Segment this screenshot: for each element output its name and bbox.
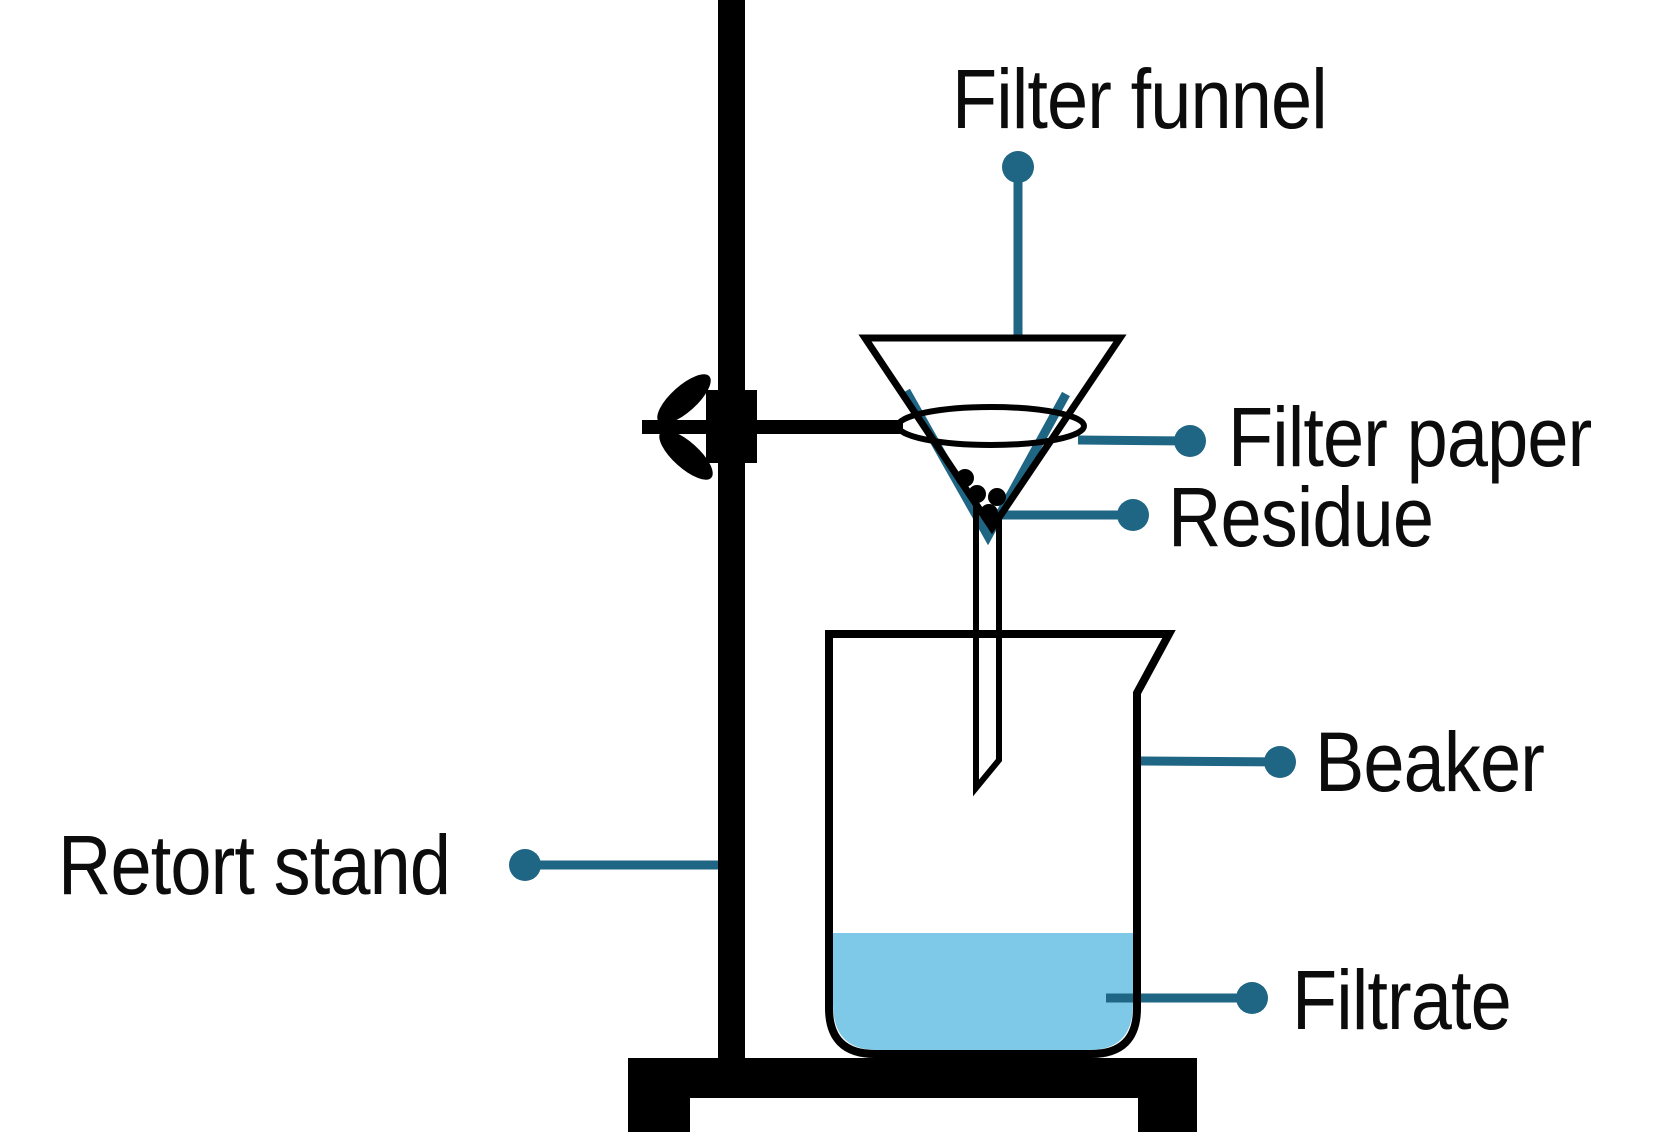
residue-dot: [968, 485, 986, 503]
beaker-leader-dot: [1264, 746, 1296, 778]
retort-stand-right-foot: [1138, 1097, 1197, 1132]
filtrate-leader-dot: [1236, 982, 1268, 1014]
residue-leader-dot: [1117, 499, 1149, 531]
filter-paper-leader-line: [1077, 435, 1193, 446]
clamp-wingnut-upper: [657, 374, 711, 424]
beaker-leader-line: [1138, 756, 1283, 767]
label-filter-paper: Filter paper: [1228, 390, 1592, 484]
funnel-rim-ellipse: [895, 404, 1087, 448]
residue-dot: [988, 488, 1006, 506]
retort-stand-base: [628, 1058, 1197, 1098]
retort-stand-leader-dot: [509, 849, 541, 881]
label-residue: Residue: [1168, 470, 1434, 564]
label-beaker: Beaker: [1315, 715, 1545, 809]
retort-stand-left-foot: [628, 1097, 690, 1132]
label-filtrate: Filtrate: [1292, 953, 1512, 1047]
funnel-stem: [973, 504, 1002, 797]
clamp-block: [706, 390, 757, 463]
beaker-shape: [825, 630, 1176, 1058]
residue-dot: [956, 469, 974, 487]
filtrate-liquid: [833, 933, 1133, 1050]
filter-paper-leader-dot: [1174, 425, 1206, 457]
label-filter-funnel: Filter funnel: [952, 52, 1328, 146]
clamp-wingnut-lower: [659, 430, 713, 480]
retort-stand-pole: [718, 0, 745, 1060]
residue-dot: [980, 504, 998, 522]
clamp-arm: [642, 420, 903, 434]
filter-funnel-shape: [858, 334, 1127, 535]
filter-funnel-leader-dot: [1002, 151, 1034, 183]
label-retort-stand: Retort stand: [58, 818, 451, 912]
residue-particles: [956, 469, 1006, 522]
